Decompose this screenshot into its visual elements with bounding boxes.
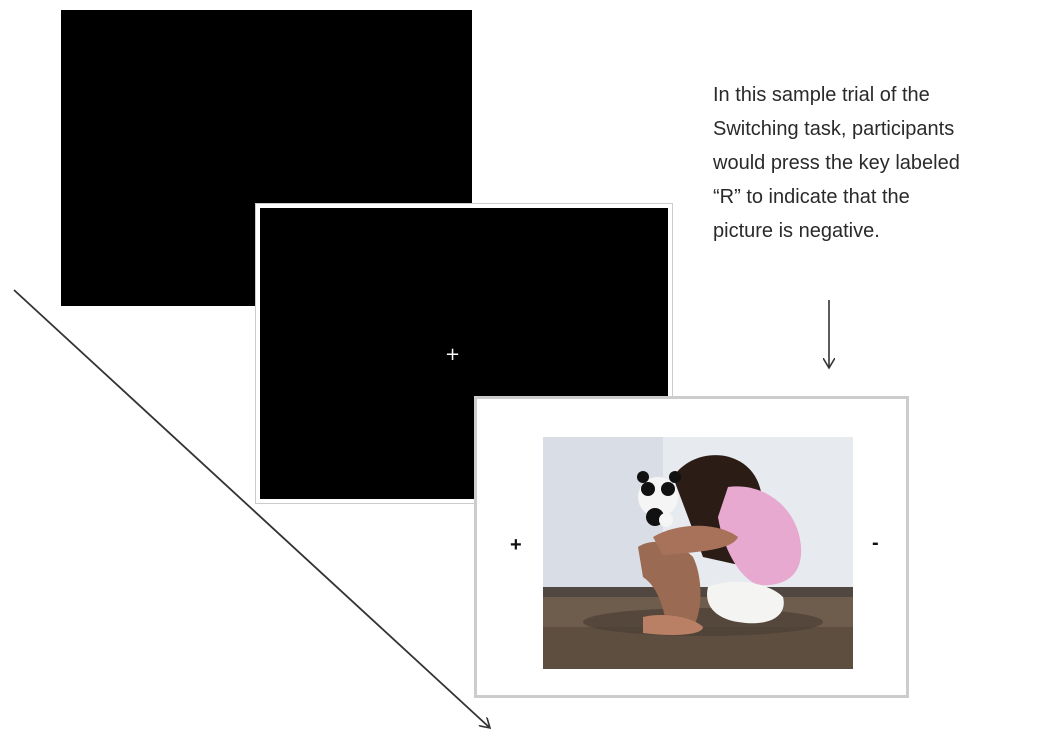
fixation-cross: + bbox=[445, 344, 461, 365]
caption-line: picture is negative. bbox=[713, 220, 880, 242]
time-arrow bbox=[13, 289, 490, 728]
caption-line: In this sample trial of the bbox=[713, 84, 930, 106]
caption-text: In this sample trial of the Switching ta… bbox=[713, 78, 1053, 248]
positive-key-label: + bbox=[510, 534, 522, 556]
photo-girl-crouching-icon bbox=[543, 437, 853, 669]
caption-line: Switching task, participants bbox=[713, 118, 955, 140]
caption-line: would press the key labeled bbox=[713, 152, 960, 174]
stimulus-screen: + bbox=[474, 396, 909, 698]
negative-key-label: - bbox=[872, 532, 879, 554]
caption-line: “R” to indicate that the bbox=[713, 186, 910, 208]
